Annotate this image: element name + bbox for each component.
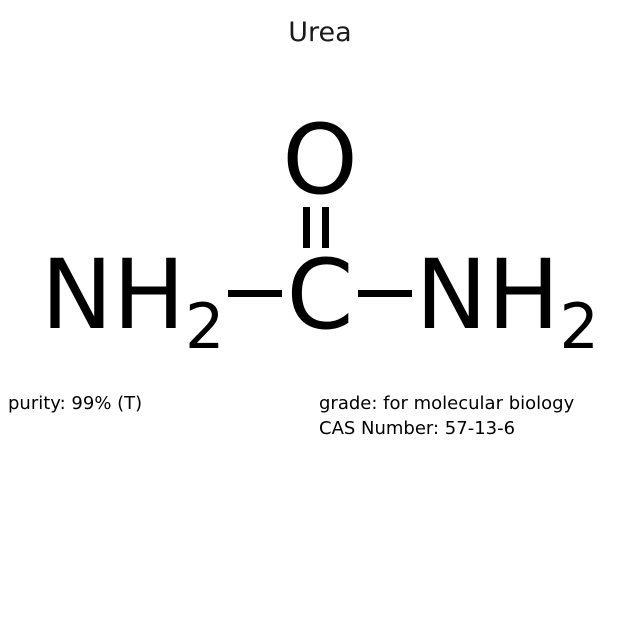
page-title: Urea xyxy=(288,17,352,48)
purity-annotation: purity: 99% (T) xyxy=(8,391,142,416)
molecule-diagram: O NH2 C NH2 xyxy=(0,104,640,363)
single-bond-left xyxy=(228,290,283,297)
double-bond-line-2 xyxy=(322,207,329,248)
formula-row: NH2 C NH2 xyxy=(0,239,640,363)
subscript-left-amine: 2 xyxy=(185,290,225,363)
subscript-right-amine: 2 xyxy=(559,290,599,363)
single-bond-right xyxy=(357,290,412,297)
atom-group-right-amine: NH2 xyxy=(416,247,599,363)
purity-text: purity: 99% (T) xyxy=(8,393,143,414)
double-bond-carbonyl xyxy=(303,207,337,248)
atom-label-carbon: C xyxy=(286,239,354,351)
atom-label-oxygen: O xyxy=(282,104,358,216)
double-bond-line-1 xyxy=(303,207,310,248)
cas-number-text: CAS Number: 57-13-6 xyxy=(319,418,516,439)
product-details-annotation: grade: for molecular biology CAS Number:… xyxy=(319,391,574,441)
atom-group-left-amine: NH2 xyxy=(41,247,224,363)
atom-label-nitrogen-hydrogen-right: NH xyxy=(415,239,560,351)
grade-text: grade: for molecular biology xyxy=(319,393,575,414)
atom-label-nitrogen-hydrogen-left: NH xyxy=(41,239,186,351)
